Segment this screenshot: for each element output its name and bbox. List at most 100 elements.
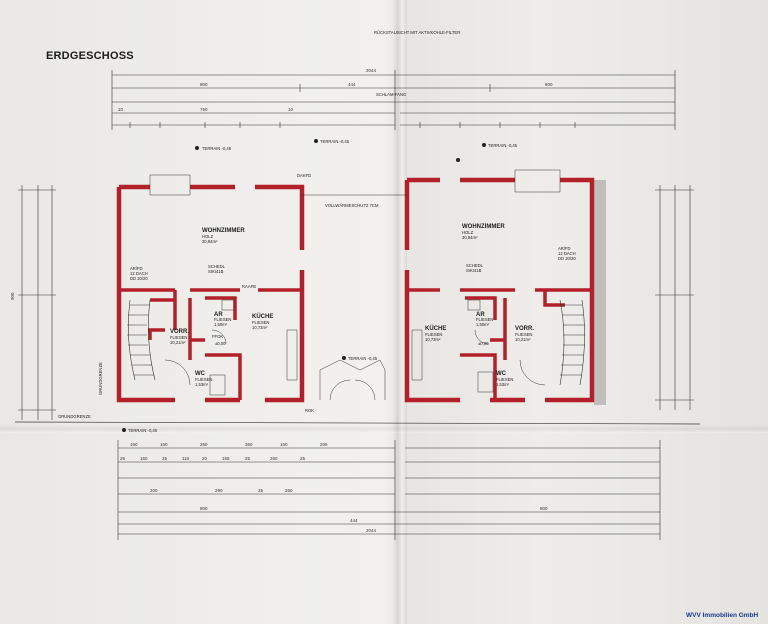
bottom-dimension-lines (117, 440, 661, 540)
right-hall-label: VORR. (515, 326, 534, 332)
left-kitchen-label: KÜCHE (252, 313, 273, 320)
dim-top-2: 750 (200, 107, 208, 112)
dim-row2-1: 25 (120, 456, 126, 461)
left-hall-area: 10,21m² (170, 340, 186, 345)
right-wc-floor: FLIESEN (496, 377, 513, 382)
label-boundary: GRUNDGRENZE (58, 414, 91, 419)
dim-half-mid: 444 (348, 82, 356, 87)
label-neighbor: GRUNDGRENZE (98, 362, 103, 395)
right-kitchen-area: 10,73m² (425, 337, 441, 342)
dim-row1-2: 150 (160, 442, 168, 447)
left-wc-floor: FLIESEN (195, 377, 212, 382)
dim-overall: 2044 (366, 68, 377, 73)
right-partition-type: SIKI41B (466, 268, 482, 273)
dim-row3-1: 200 (150, 488, 158, 493)
paper-fold-horizontal (0, 425, 768, 433)
right-hall-floor: FLIESEN (515, 332, 532, 337)
dim-row2-6: 165 (222, 456, 230, 461)
right-stair (559, 299, 585, 386)
left-living-label: WOHNZIMMER (202, 228, 245, 234)
left-unit-outer-walls (116, 184, 305, 403)
insulation-label: VOLLWÄRMESCHUTZ 7CM (325, 203, 379, 208)
left-doors (149, 174, 298, 396)
dim-bottom-mid: 444 (350, 518, 358, 523)
dim-row2-9: 25 (300, 456, 306, 461)
dim-row2-5: 20 (202, 456, 208, 461)
vent-label: RÜCKSTAUSICHT MIT AKTIVKOHLE-FILTER (374, 30, 460, 35)
company-logo: WVV Immobilien GmbH (686, 612, 759, 619)
right-window-label: AR/FD (558, 246, 571, 251)
right-hall-area: 10,21m² (515, 337, 531, 342)
right-partition: SCHEDL (466, 263, 484, 268)
left-window-type: 12 DACH (130, 271, 148, 276)
dim-half-left: 800 (200, 82, 208, 87)
right-level: ±0,00 (478, 341, 489, 346)
property-line (14, 421, 701, 425)
shaft-label: SCHLAM-FANG (376, 92, 406, 97)
right-wc-area: 1,53m² (496, 382, 510, 387)
center-entry (302, 194, 407, 401)
left-window-size: DD 20/20 (130, 276, 148, 281)
dim-height: 900 (10, 292, 15, 300)
dim-top-3: 10 (288, 107, 294, 112)
dim-row1-6: 205 (320, 442, 328, 447)
top-dimension-lines (111, 70, 676, 130)
terrain-label-5: TERRAIN -0,45 (128, 428, 158, 433)
left-window-label: AR/FD (130, 266, 143, 271)
neighbor-wall-hatch (594, 180, 606, 405)
left-unit-inner-walls (119, 288, 302, 400)
left-partition-type: SIKI41B (208, 269, 224, 274)
left-ar-floor: FLIESEN (214, 317, 231, 322)
left-ar-label: AR (214, 312, 223, 318)
dim-row2-7: 25 (245, 456, 251, 461)
dim-row2-3: 25 (162, 456, 168, 461)
side-dimension-lines (18, 185, 694, 420)
dim-half-right: 800 (545, 82, 553, 87)
paper-fold-vertical (393, 0, 407, 624)
left-kitchen-area: 10,73m² (252, 325, 268, 330)
dakfd-label: DAKFD (297, 173, 311, 178)
rok-label: ROK (305, 408, 314, 413)
dim-bottom-left: 800 (200, 506, 208, 511)
right-living-area: 30,94m² (462, 235, 478, 240)
left-ar-area: 1,50m² (214, 322, 228, 327)
left-level: ±0,00 (215, 341, 226, 346)
left-ffok: FFOK (212, 334, 223, 339)
right-kitchen-floor: FLIESEN (425, 332, 442, 337)
page-title: ERDGESCHOSS (46, 50, 134, 62)
dim-row2-8: 260 (270, 456, 278, 461)
dim-bottom-total: 2044 (366, 528, 377, 533)
right-kitchen-label: KÜCHE (425, 325, 446, 332)
right-ar-label: AR (476, 312, 485, 318)
right-ar-area: 1,50m² (476, 322, 490, 327)
dim-row1-3: 250 (200, 442, 208, 447)
right-living-floor: HOLZ (462, 230, 474, 235)
left-wc-area: 1,53m² (195, 382, 209, 387)
terrain-label-2: TERRAIN -0,45 (320, 139, 350, 144)
right-unit-inner-walls (407, 288, 592, 400)
right-living-label: WOHNZIMMER (462, 224, 505, 230)
terrain-label-3: TERRAIN -0,45 (488, 143, 518, 148)
dim-bottom-right: 800 (540, 506, 548, 511)
dim-row3-2: 290 (215, 488, 223, 493)
left-hall-label: VORR. (170, 329, 189, 335)
terrain-label-1: TERRAIN -0,45 (202, 146, 232, 151)
left-hall-floor: FLIESEN (170, 335, 187, 340)
left-wc-label: WC (195, 371, 206, 377)
dim-row2-4: 110 (182, 456, 190, 461)
left-kitchen-floor: FLIESEN (252, 320, 269, 325)
terrain-markers (122, 139, 486, 432)
dim-row3-3: 25 (258, 488, 264, 493)
left-living-floor: HOLZ (202, 234, 214, 239)
dim-row1-5: 150 (280, 442, 288, 447)
left-stair (127, 299, 156, 381)
right-ar-floor: FLIESEN (476, 317, 493, 322)
dim-row3-4: 260 (285, 488, 293, 493)
right-window-size: DD 20/20 (558, 256, 576, 261)
left-partition: SCHEDL (208, 264, 226, 269)
right-doors (411, 169, 561, 393)
dim-top-1: 10 (118, 107, 124, 112)
dim-row2-2: 160 (140, 456, 148, 461)
